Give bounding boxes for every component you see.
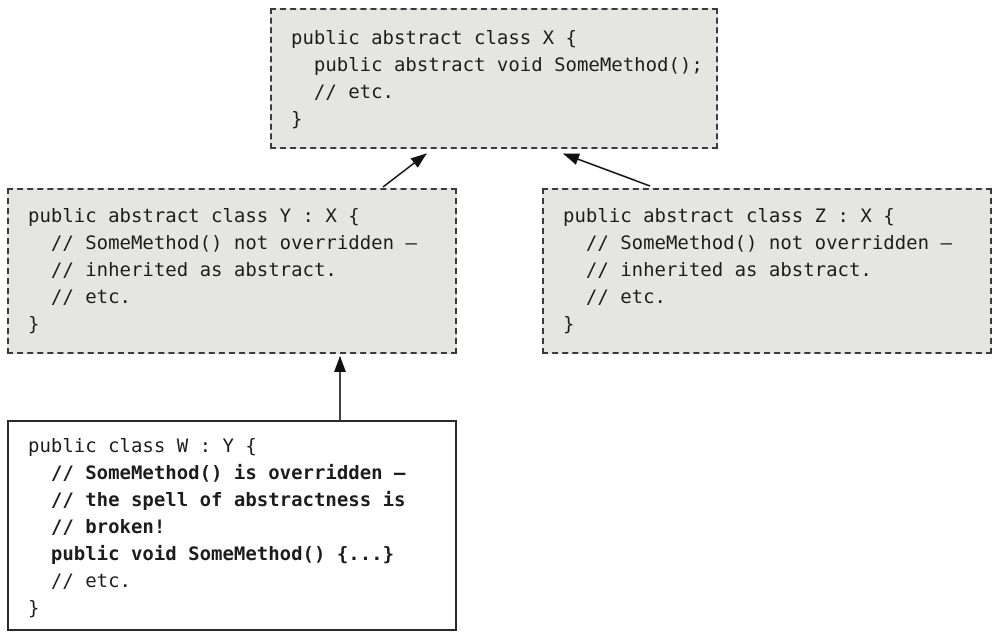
code-line: // SomeMethod() is overridden – (28, 462, 406, 484)
code-line: // etc. (28, 570, 131, 592)
code-line: public abstract class X { (291, 27, 577, 49)
code-line: } (28, 597, 40, 619)
code-line: // broken! (28, 516, 166, 538)
code-line: // the spell of abstractness is (28, 489, 406, 511)
code-line: } (563, 313, 575, 335)
code-line: public class W : Y { (28, 435, 257, 457)
code-line: // etc. (28, 286, 131, 308)
code-line: public abstract class Z : X { (563, 205, 895, 227)
code-line: public abstract void SomeMethod(); (291, 54, 703, 76)
code-line: // inherited as abstract. (563, 259, 872, 281)
code-line: public abstract class Y : X { (28, 205, 360, 227)
class-box-y: public abstract class Y : X { // SomeMet… (7, 188, 457, 354)
code-line: // SomeMethod() not overridden – (563, 232, 952, 254)
code-line: } (28, 313, 40, 335)
code-line: // inherited as abstract. (28, 259, 337, 281)
class-box-z: public abstract class Z : X { // SomeMet… (542, 188, 992, 354)
code-line: } (291, 108, 303, 130)
class-box-x: public abstract class X { public abstrac… (270, 8, 718, 149)
class-box-w: public class W : Y { // SomeMethod() is … (7, 420, 457, 631)
code-line: public void SomeMethod() {...} (28, 543, 395, 565)
inheritance-arrow-y-to-x (382, 153, 427, 188)
code-line: // SomeMethod() not overridden – (28, 232, 417, 254)
inheritance-arrow-z-to-x (563, 153, 651, 187)
code-line: // etc. (563, 286, 666, 308)
code-line: // etc. (291, 81, 394, 103)
